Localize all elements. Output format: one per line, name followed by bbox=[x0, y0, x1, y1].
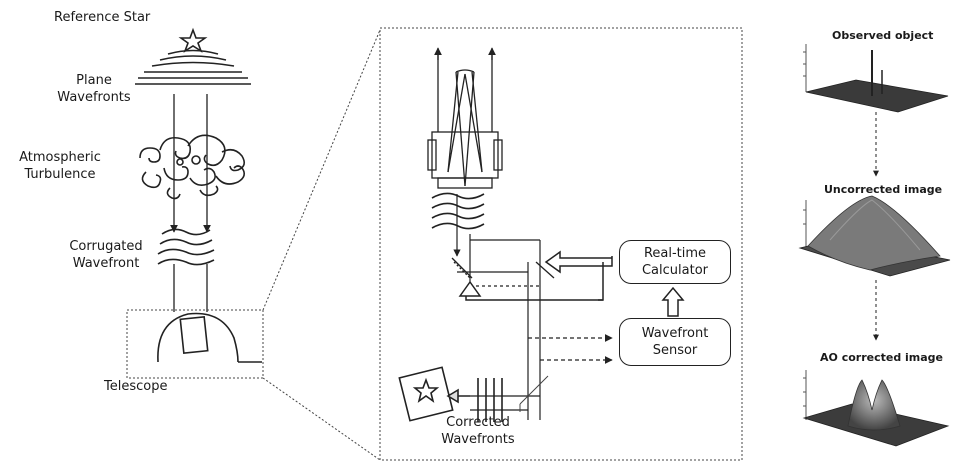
sensor-arrows bbox=[528, 334, 613, 364]
telescope-label: Telescope bbox=[104, 379, 168, 394]
uncorrected-image-label: Uncorrected image bbox=[824, 183, 943, 196]
deformable-mirror-icon bbox=[451, 257, 555, 279]
atmospheric-turbulence-label: Atmospheric Turbulence bbox=[4, 149, 116, 183]
center-panel-frame bbox=[379, 27, 743, 461]
observed-object-plot bbox=[803, 44, 949, 113]
plane-wavefronts-label: Plane Wavefronts bbox=[48, 72, 140, 106]
beamsplitter-icon bbox=[519, 375, 549, 412]
telescope-zoom-box bbox=[126, 309, 264, 379]
incoming-corrugated-lines bbox=[431, 192, 485, 230]
wavefront-sensor-line-1: Wavefront bbox=[641, 326, 709, 341]
corrugated-wavefront-line-1: Corrugated bbox=[69, 239, 143, 254]
corrugated-wavefront-lines bbox=[157, 228, 215, 266]
corrected-wavefronts-label: Corrected Wavefronts bbox=[414, 414, 542, 448]
reference-star-label: Reference Star bbox=[54, 10, 151, 25]
zoom-connector-lines bbox=[262, 29, 381, 461]
wavefront-sensor-box: Wavefront Sensor bbox=[619, 318, 731, 366]
observed-object-label: Observed object bbox=[832, 29, 934, 42]
corrugated-wavefront-line-2: Wavefront bbox=[72, 256, 140, 271]
uncorrected-image-plot bbox=[798, 195, 951, 277]
corrected-wavefront-lines bbox=[477, 378, 503, 422]
ao-corrected-image-label: AO corrected image bbox=[820, 351, 944, 364]
wavefront-sensor-line-2: Sensor bbox=[652, 343, 698, 358]
realtime-calculator-line-2: Calculator bbox=[641, 263, 708, 278]
corrected-wavefronts-line-2: Wavefronts bbox=[441, 432, 515, 447]
realtime-calculator-line-1: Real-time bbox=[643, 246, 707, 261]
star-icon bbox=[178, 27, 208, 53]
telescope-tube-icon bbox=[427, 47, 503, 189]
atmospheric-turbulence-line-2: Turbulence bbox=[24, 167, 96, 182]
ao-corrected-image-plot bbox=[802, 370, 950, 447]
plane-wavefronts-line-2: Wavefronts bbox=[57, 90, 131, 105]
light-beam-lines bbox=[170, 94, 211, 312]
realtime-calculator-box: Real-time Calculator bbox=[619, 240, 731, 284]
control-feedback-arrows bbox=[458, 250, 685, 317]
telescope-icon bbox=[157, 312, 262, 363]
corrugated-wavefront-label: Corrugated Wavefront bbox=[58, 238, 154, 272]
corrected-star-icon bbox=[398, 366, 470, 422]
atmospheric-turbulence-line-1: Atmospheric bbox=[19, 150, 101, 165]
optical-path-lines bbox=[453, 194, 541, 420]
corrected-wavefronts-line-1: Corrected bbox=[446, 415, 510, 430]
plane-wavefronts-line-1: Plane bbox=[76, 73, 112, 88]
turbulence-icon bbox=[139, 134, 246, 200]
plane-wavefront-lines bbox=[135, 49, 251, 85]
